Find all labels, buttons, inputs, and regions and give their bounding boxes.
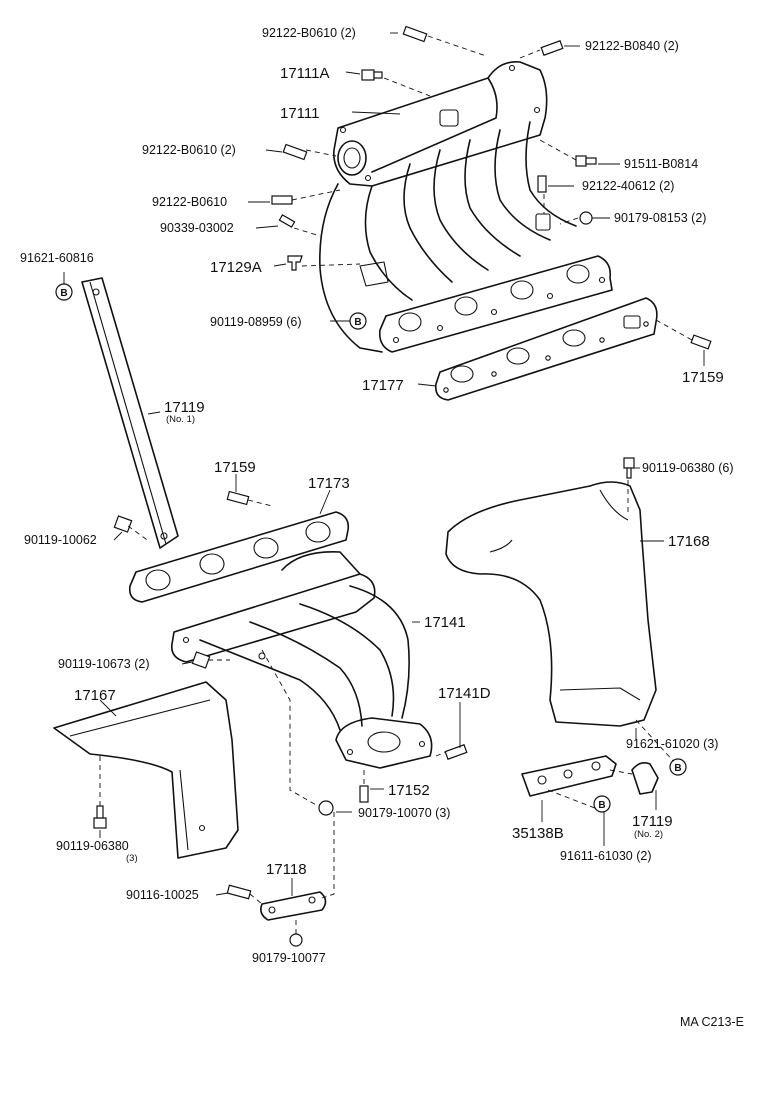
stay-17118-icon (260, 891, 327, 921)
label-92122-b0610: 92122-B0610 (152, 195, 227, 209)
label-90179-10070: 90179-10070 (3) (358, 806, 450, 820)
badge-b-icon: B B B B (55, 283, 687, 813)
label-91611-61030: 91611-61030 (2) (560, 849, 652, 863)
label-90119-06380-3: 90119-06380 (56, 839, 129, 853)
part-labels: 92122-B0610 (2) 92122-B0840 (2) 17111A 1… (20, 26, 744, 1029)
label-90119-06380-6: 90119-06380 (6) (642, 461, 734, 475)
label-90119-06380-3-sub: (3) (126, 853, 138, 864)
label-17129a: 17129A (210, 259, 262, 276)
label-90116-10025: 90116-10025 (126, 888, 199, 902)
label-17111: 17111 (280, 105, 320, 122)
label-90179-08153: 90179-08153 (2) (614, 211, 706, 225)
label-17119-no2-sub: (No. 2) (634, 829, 663, 840)
bolt-icon (93, 69, 635, 829)
label-91621-61020: 91621-61020 (3) (626, 737, 718, 751)
label-17141d: 17141D (438, 685, 491, 702)
svg-text:B: B (354, 317, 361, 328)
label-17168: 17168 (668, 533, 710, 550)
heat-insulator-lower-icon (53, 681, 239, 859)
stay-no2-icon (631, 762, 659, 795)
label-17119-no2: 17119 (632, 813, 673, 830)
label-17177: 17177 (362, 377, 404, 394)
label-17167: 17167 (74, 687, 116, 704)
leader-lines (63, 32, 705, 896)
nut-icon (289, 211, 593, 947)
label-17118: 17118 (266, 861, 307, 878)
label-17152: 17152 (388, 782, 430, 799)
label-92122-b0840: 92122-B0840 (2) (585, 39, 679, 53)
label-92122-b0610-top: 92122-B0610 (2) (262, 26, 356, 40)
exhaust-manifold-icon (170, 551, 433, 769)
label-17119-no1-sub: (No. 1) (166, 414, 195, 425)
label-90119-10062: 90119-10062 (24, 533, 97, 547)
exhaust-gasket-icon (128, 511, 350, 603)
label-17119-no1: 17119 (164, 399, 205, 416)
label-17159-mid: 17159 (214, 459, 256, 476)
label-90179-10077: 90179-10077 (252, 951, 326, 965)
manifold-stay-icon (81, 277, 179, 549)
label-17173: 17173 (308, 475, 350, 492)
intake-manifold-icon (319, 61, 613, 353)
bracket-35138b-icon (521, 755, 617, 797)
label-35138b: 35138B (512, 825, 564, 842)
svg-text:B: B (598, 800, 605, 811)
svg-text:B: B (60, 288, 67, 299)
label-90119-08959: 90119-08959 (6) (210, 315, 302, 329)
svg-text:B: B (674, 763, 681, 774)
reference-code: MA C213-E (680, 1015, 744, 1029)
label-91511-b0814: 91511-B0814 (624, 157, 698, 171)
label-17111a: 17111A (280, 65, 330, 82)
label-17159-top: 17159 (682, 369, 724, 386)
heat-insulator-upper-icon (445, 481, 657, 727)
label-92122-b0610-left: 92122-B0610 (2) (142, 143, 236, 157)
label-90339-03002: 90339-03002 (160, 221, 234, 235)
intake-gasket-icon (434, 297, 658, 401)
label-92122-40612: 92122-40612 (2) (582, 179, 674, 193)
label-17141: 17141 (424, 614, 466, 631)
label-90119-10673: 90119-10673 (2) (58, 657, 150, 671)
assembly-lines (99, 35, 693, 934)
stud-icon (226, 25, 712, 900)
label-91621-60816: 91621-60816 (20, 251, 94, 265)
